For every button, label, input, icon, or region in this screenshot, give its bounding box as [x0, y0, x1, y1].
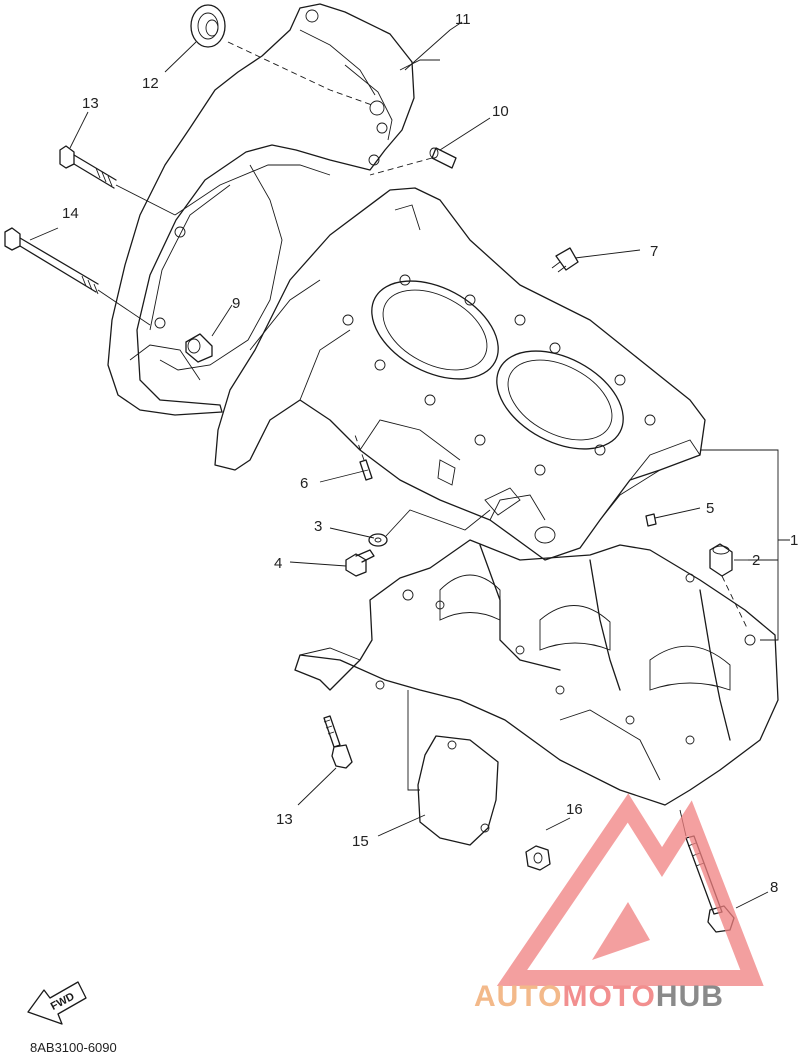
watermark-text: AUTOMOTOHUB: [474, 980, 724, 1013]
callout-15: 15: [352, 833, 369, 850]
cover-plate: [417, 735, 499, 846]
pin-6: [359, 459, 373, 481]
bolt-long: [4, 227, 99, 295]
catalog-code: 8AB3100-6090: [30, 1040, 117, 1055]
washer: [368, 533, 388, 547]
fwd-label: FWD: [49, 990, 77, 1012]
watermark-part-auto: AUTO: [474, 980, 562, 1013]
callout-14: 14: [62, 205, 79, 222]
watermark-part-moto: MOTO: [562, 980, 655, 1013]
callout-11: 11: [455, 11, 471, 28]
callout-16: 16: [566, 801, 583, 818]
callout-7: 7: [650, 243, 658, 260]
bolt-lower: [323, 715, 353, 769]
upper-crankcase: [214, 187, 706, 561]
callout-3: 3: [314, 518, 322, 535]
crankcase-cover: [107, 3, 415, 416]
stud-bolt: [551, 247, 579, 273]
watermark-part-hub: HUB: [656, 980, 724, 1013]
nut: [525, 845, 551, 871]
fwd-arrow-icon: FWD: [27, 981, 87, 1025]
lower-crankcase: [294, 539, 779, 806]
oil-seal: [190, 4, 226, 48]
callout-5: 5: [706, 500, 714, 517]
bushing-5: [645, 513, 657, 527]
callout-12: 12: [142, 75, 159, 92]
callout-9: 9: [232, 295, 240, 312]
callout-13-bottom: 13: [276, 811, 293, 828]
callout-13-top: 13: [82, 95, 99, 112]
dowel-pin-9: [185, 333, 213, 363]
callout-6: 6: [300, 475, 308, 492]
watermark-logo: [496, 793, 764, 986]
callout-2: 2: [752, 552, 760, 569]
callout-1: 1: [790, 532, 798, 549]
bolt-top: [59, 145, 117, 189]
dowel-2: [709, 543, 733, 577]
callout-10: 10: [492, 103, 509, 120]
callout-8: 8: [770, 879, 778, 896]
dowel-pin-top: [429, 147, 457, 169]
flange-bolt: [345, 549, 375, 577]
callout-4: 4: [274, 555, 282, 572]
